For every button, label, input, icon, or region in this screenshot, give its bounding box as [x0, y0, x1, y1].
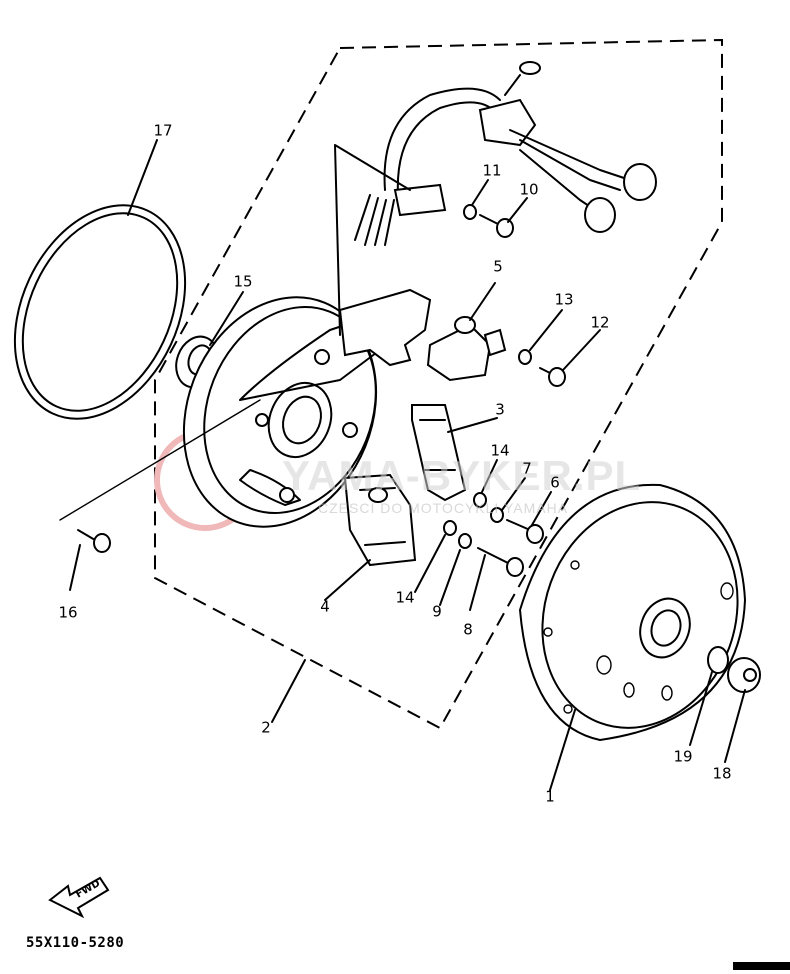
part-label-5: 5 [493, 257, 503, 276]
part-label-19: 19 [673, 747, 693, 766]
leader-2-group [334, 144, 411, 336]
pickup-bracket [338, 288, 432, 367]
part-label-9: 9 [432, 602, 442, 621]
part-label-4: 4 [320, 597, 330, 616]
edge-bar [733, 962, 790, 970]
part-label-16: 16 [58, 603, 78, 622]
part-label-14a: 14 [490, 441, 510, 460]
part-label-1: 1 [545, 787, 555, 806]
part-label-12: 12 [590, 313, 610, 332]
part-label-13: 13 [554, 290, 574, 309]
washer-11 [463, 204, 477, 220]
screw-10 [479, 214, 514, 238]
source-coil-3 [411, 404, 467, 502]
part-label-15: 15 [233, 272, 253, 291]
part-label-14b: 14 [395, 588, 415, 607]
part-label-7: 7 [522, 459, 532, 478]
part-label-10: 10 [519, 180, 539, 199]
rotor-1 [518, 483, 747, 742]
bolt-8 [477, 547, 524, 577]
leader-16-center [59, 399, 261, 521]
part-label-3: 3 [495, 400, 505, 419]
fwd-arrow-icon [48, 876, 110, 919]
washer-13 [518, 349, 532, 365]
leader-lines [69, 139, 746, 791]
bolt-6 [506, 519, 544, 544]
o-ring-17 [13, 204, 187, 420]
screw-12 [539, 367, 566, 387]
wire-harness [354, 61, 657, 246]
part-label-11: 11 [482, 161, 502, 180]
watermark-sub: CZESCI DO MOTOCYKLI YAMAHA [318, 500, 569, 516]
washer-14-upper [473, 492, 487, 508]
washer-7 [490, 507, 504, 523]
stator-plate [182, 296, 381, 528]
part-label-2: 2 [261, 718, 271, 737]
watermark-main: YAMA-BYKER.PL [282, 452, 642, 499]
washer-19 [707, 646, 729, 674]
assembly-boundary [154, 38, 723, 730]
washer-14-lower [443, 520, 457, 536]
part-label-6: 6 [550, 473, 560, 492]
pickup-coil-5 [426, 316, 507, 382]
screw-16 [77, 529, 111, 553]
part-label-8: 8 [463, 620, 473, 639]
drawing-code: 55X110-5280 [26, 935, 125, 951]
washer-9 [458, 533, 472, 549]
part-label-18: 18 [712, 764, 732, 783]
part-label-17: 17 [153, 121, 173, 140]
nut-18 [727, 657, 761, 693]
charging-coil-4 [343, 473, 417, 567]
